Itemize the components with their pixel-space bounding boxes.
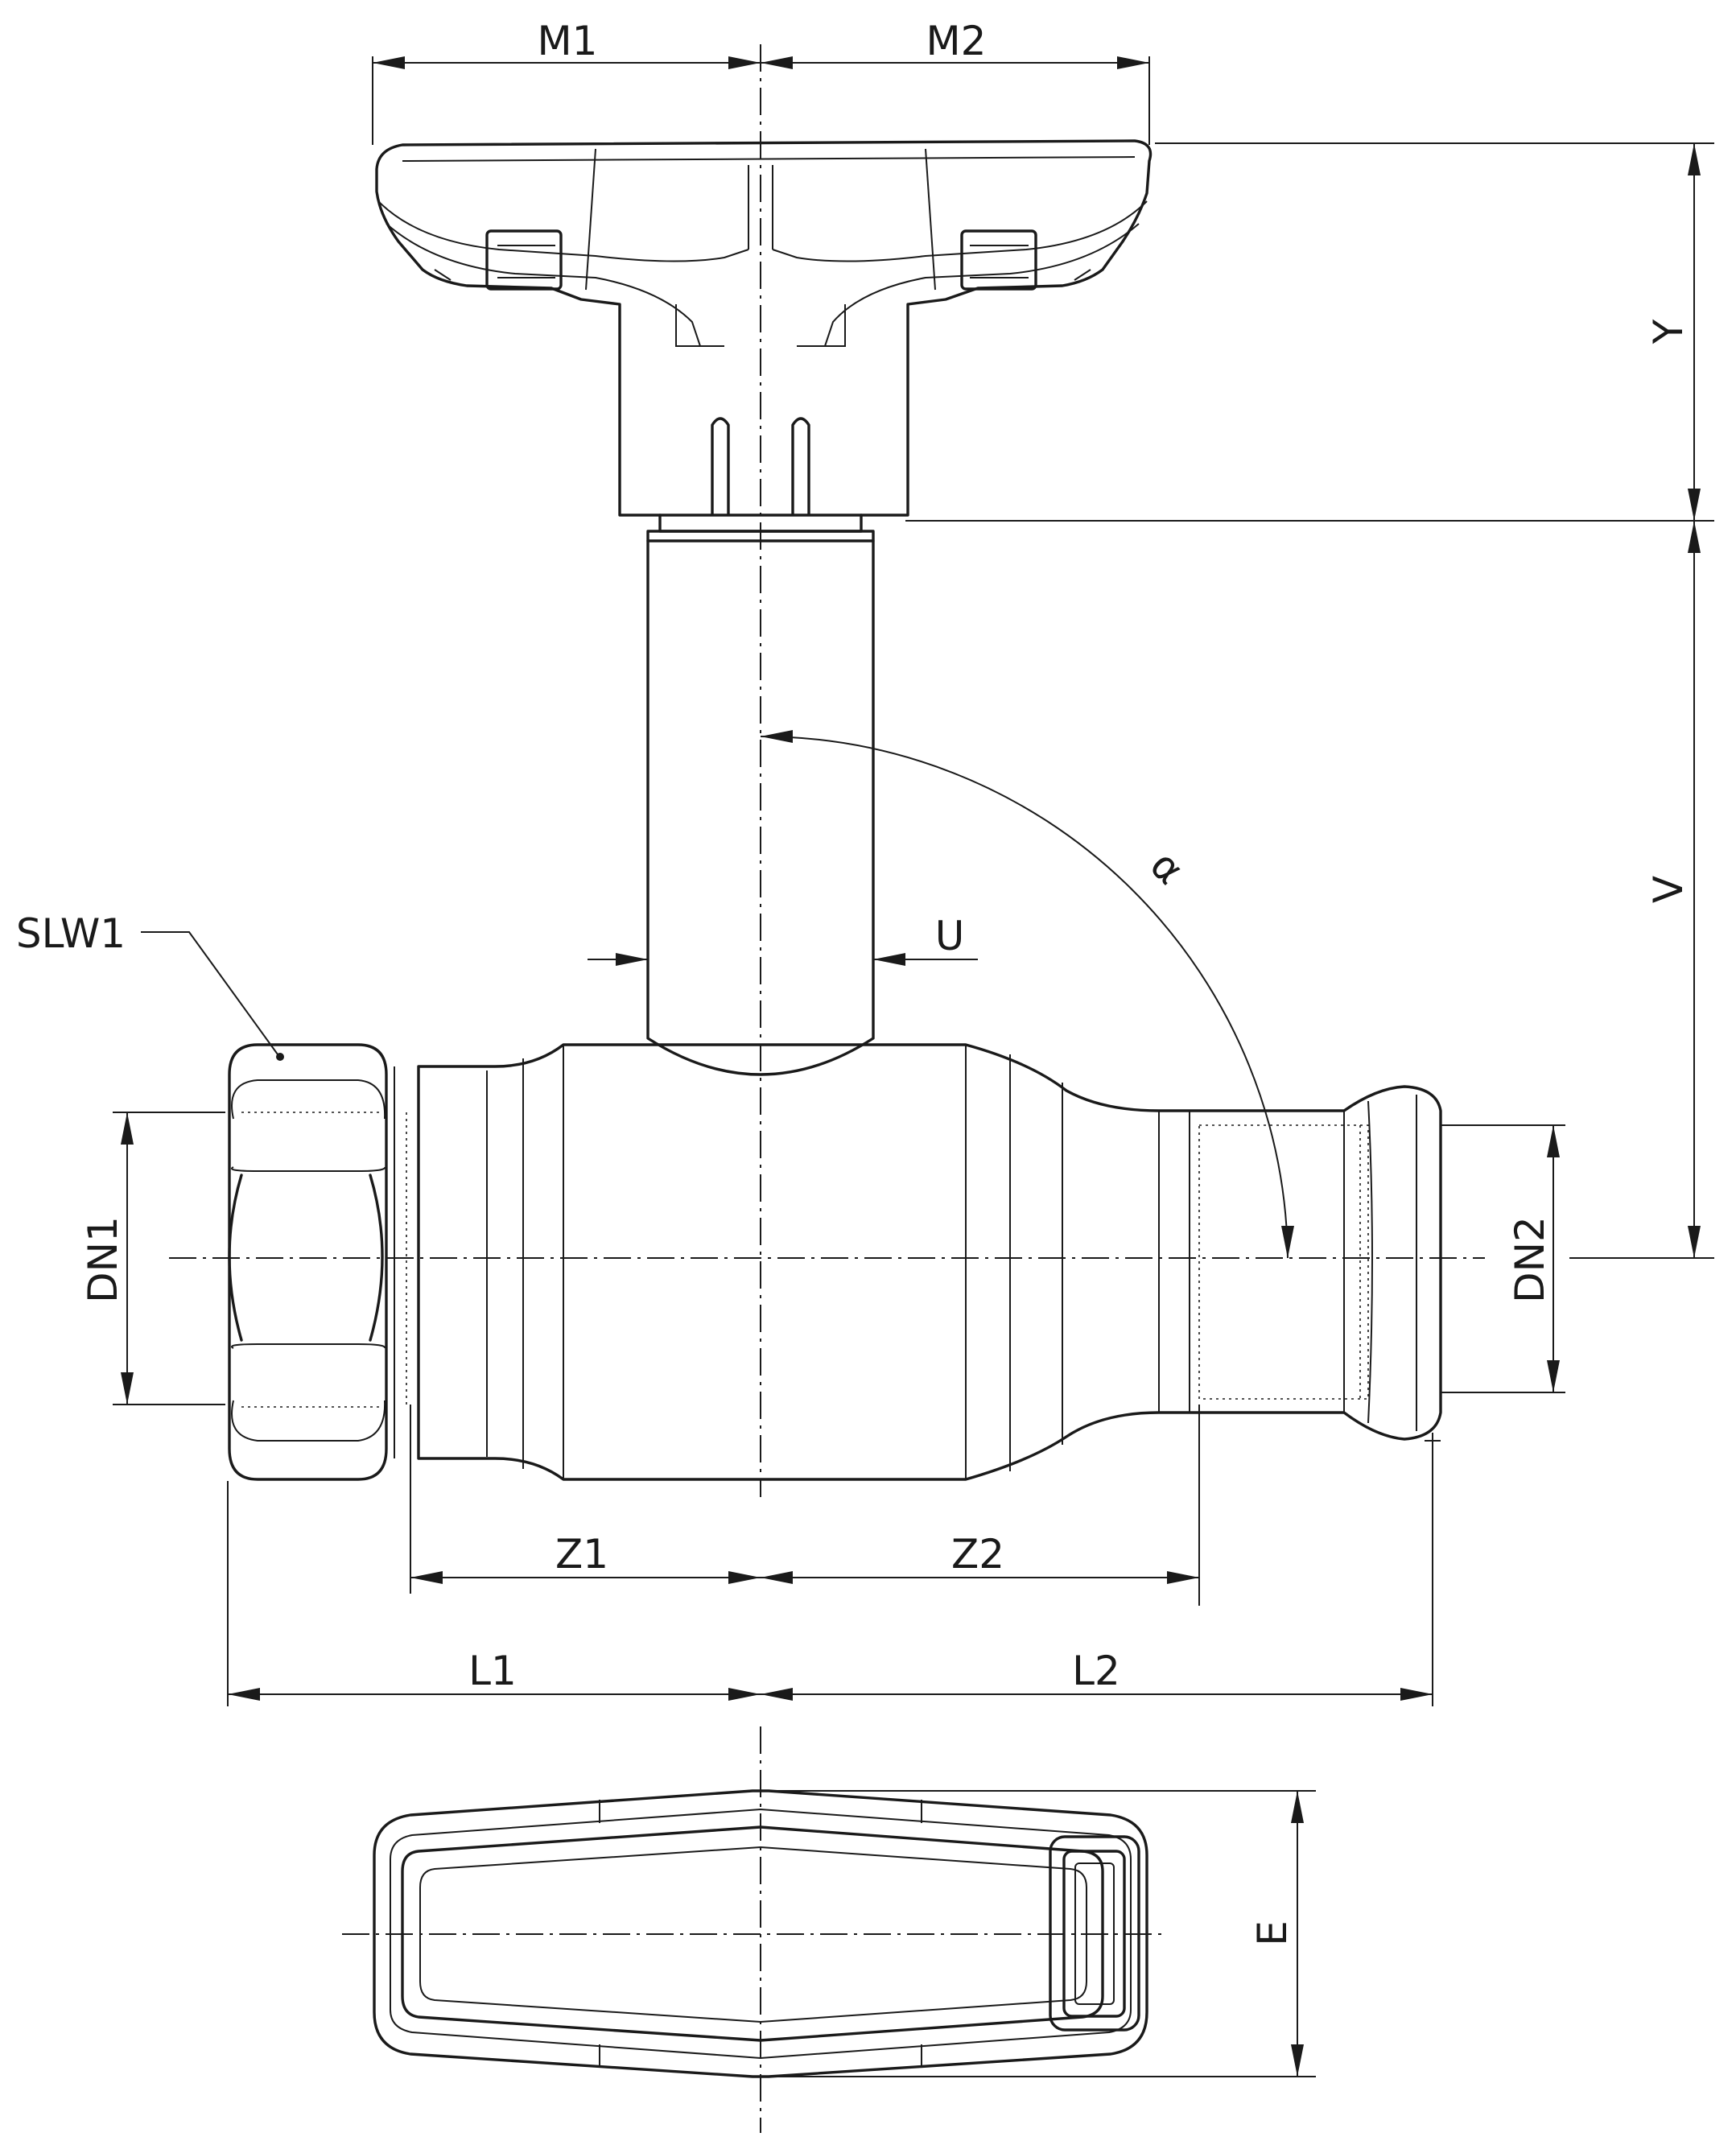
label-alpha: α — [1141, 842, 1193, 893]
center-axes — [169, 44, 1485, 2133]
dimensions — [113, 56, 1714, 2077]
label-u: U — [935, 913, 965, 959]
label-e: E — [1249, 1920, 1296, 1946]
valve-body — [394, 1043, 1442, 1481]
label-slw1: SLW1 — [16, 910, 126, 957]
dimension-labels: M1 M2 Y V α U SLW1 DN1 DN2 Z1 Z2 L1 L2 E — [16, 18, 1692, 1946]
label-dn1: DN1 — [80, 1216, 126, 1303]
valve-stem — [646, 530, 875, 1076]
label-m1: M1 — [538, 18, 598, 64]
label-z2: Z2 — [951, 1531, 1004, 1578]
label-y: Y — [1645, 319, 1692, 344]
hex-nut — [228, 1043, 407, 1481]
label-v: V — [1645, 876, 1692, 903]
label-l1: L1 — [468, 1648, 517, 1694]
label-m2: M2 — [926, 18, 987, 64]
label-dn2: DN2 — [1507, 1216, 1553, 1303]
handle-top-view — [373, 1789, 1148, 2078]
label-z1: Z1 — [555, 1531, 608, 1578]
label-l2: L2 — [1072, 1648, 1120, 1694]
handle-side-view — [375, 139, 1153, 533]
